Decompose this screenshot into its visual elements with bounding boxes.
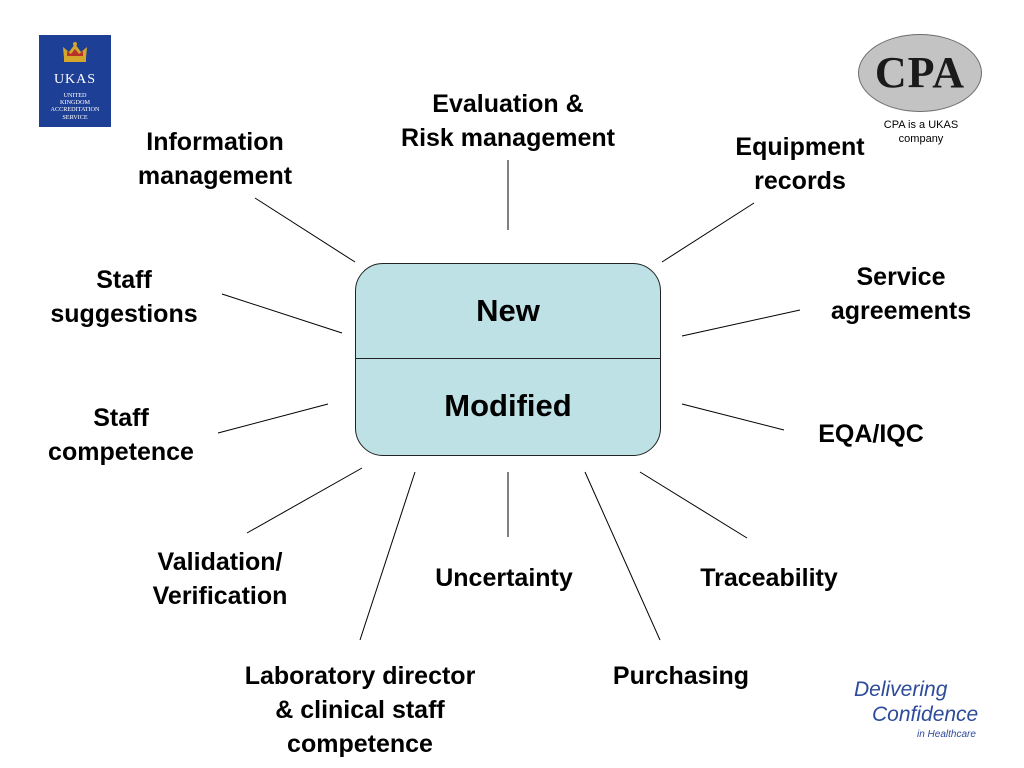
cpa-logo: CPA [858, 34, 982, 112]
item-eqa-iqc: EQA/IQC [818, 420, 924, 448]
item-traceability: Traceability [700, 564, 838, 592]
center-divider [356, 358, 660, 359]
delivering-confidence-logo: Delivering Confidence in Healthcare [854, 678, 979, 740]
connector-laboratory [359, 471, 416, 641]
cpa-caption: CPA is a UKAS company [883, 119, 959, 145]
cpa-logo-text: CPA [874, 48, 966, 97]
crown-icon [63, 42, 87, 62]
ukas-abbr: UKAS [53, 72, 97, 87]
item-uncertainty: Uncertainty [435, 564, 573, 592]
connector-traceability [639, 471, 748, 539]
central-box: New Modified [355, 263, 661, 456]
item-purchasing: Purchasing [612, 662, 750, 690]
item-evaluation-risk-management: Evaluation &Risk management [401, 90, 615, 152]
center-top-label: New [476, 293, 540, 328]
connector-eqa [681, 403, 785, 431]
connector-staff-suggestions [221, 293, 343, 334]
ukas-logo: UKAS UNITED KINGDOM ACCREDITATION SERVIC… [39, 35, 111, 127]
connector-equipment [661, 202, 755, 263]
connector-purchasing [584, 471, 661, 641]
connector-service [681, 309, 801, 337]
ukas-full-name: UNITED KINGDOM ACCREDITATION SERVICE [50, 92, 100, 121]
connector-information [254, 197, 356, 263]
connector-staff-competence [217, 403, 329, 434]
center-bottom-label: Modified [444, 388, 572, 423]
connector-validation [246, 467, 363, 534]
item-validation-verification: Validation/Verification [152, 548, 288, 610]
